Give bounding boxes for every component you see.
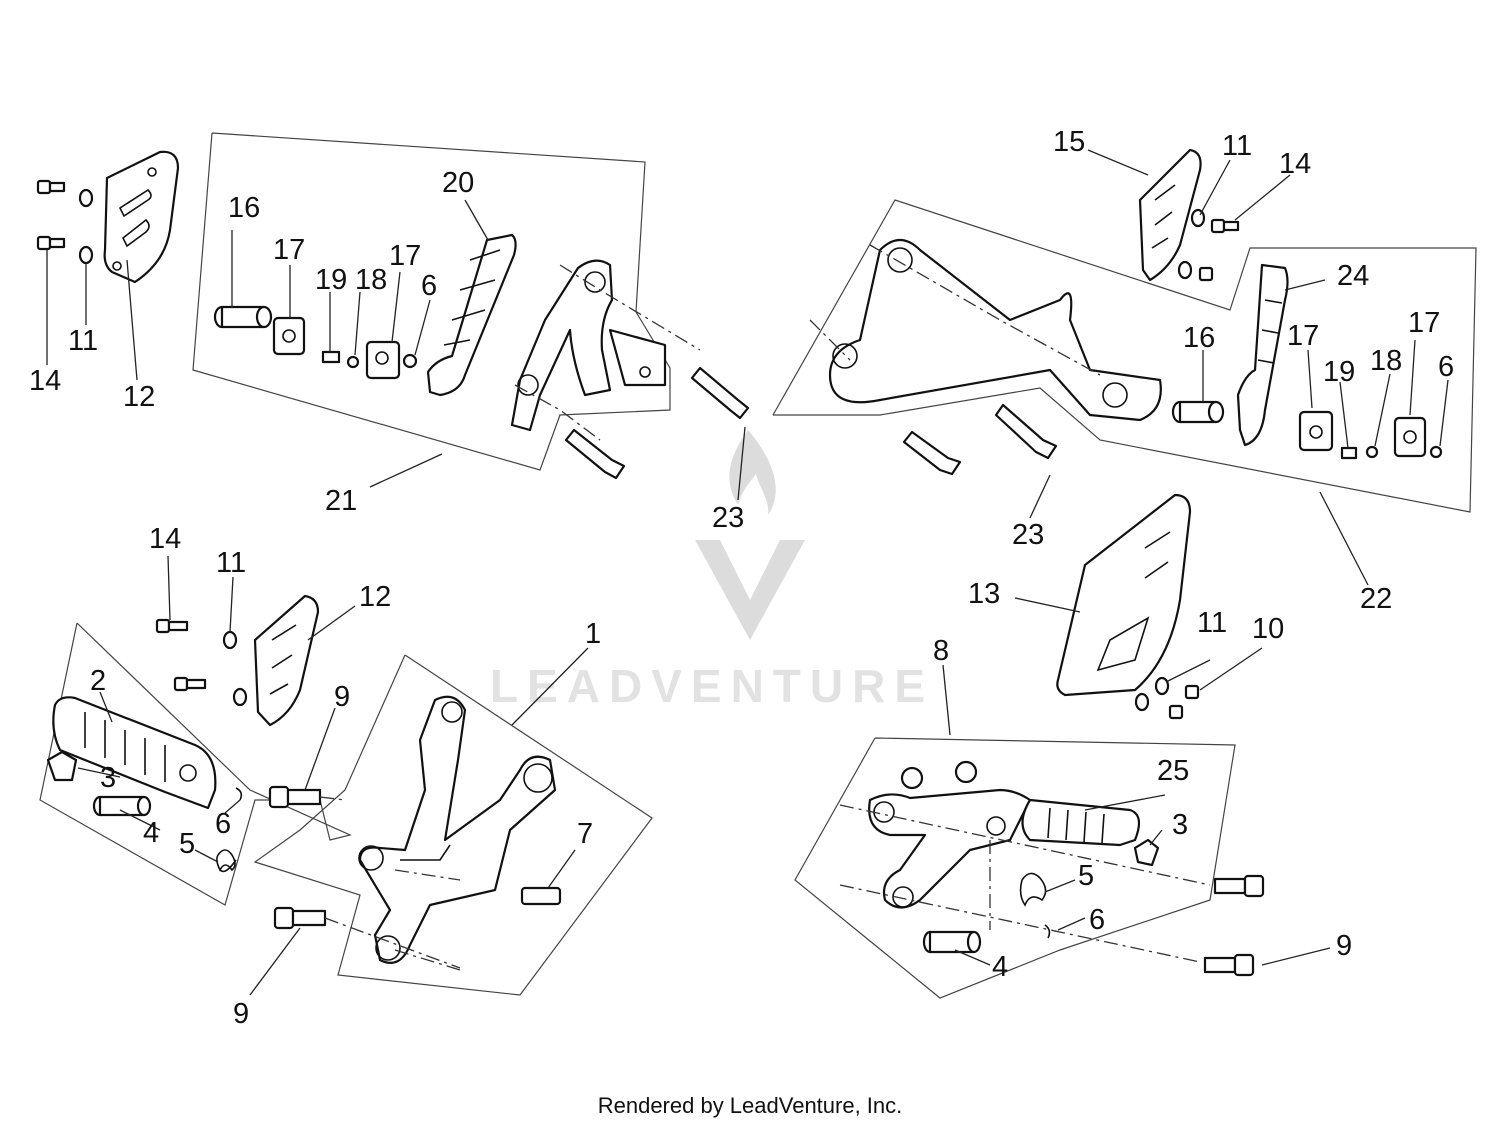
callout-tl-23: 23: [712, 502, 744, 534]
heel-guard-13-right: [1056, 493, 1192, 697]
pin-16-top-right: [1171, 400, 1225, 424]
bottom-right-group-outline: [794, 737, 1236, 999]
callout-tr-24: 24: [1337, 260, 1369, 292]
callout-bl-3: 3: [100, 762, 116, 794]
plates-17-right: [1298, 410, 1443, 460]
callout-br-4: 4: [992, 951, 1008, 983]
callout-tl-6: 6: [421, 270, 437, 302]
callout-br-11: 11: [1197, 607, 1227, 639]
callout-tr-19: 19: [1323, 356, 1355, 388]
stop-3-pin-4-spring-5-left: [46, 750, 243, 873]
screws-11-14-top-right: [1177, 208, 1240, 282]
dash-lines-bottom-right: [839, 804, 1211, 963]
callout-tr-14: 14: [1279, 148, 1311, 180]
callout-bl-4: 4: [143, 817, 159, 849]
callout-tr-23: 23: [1012, 519, 1044, 551]
bracket-1-left: [358, 695, 557, 964]
callout-tr-11: 11: [1222, 130, 1252, 162]
callout-bl-6: 6: [215, 808, 231, 840]
footpeg-25-right: [1021, 798, 1141, 847]
callout-bl-14: 14: [149, 523, 181, 555]
leader-lines: [46, 149, 1449, 996]
callout-bl-7: 7: [577, 818, 593, 850]
callout-tl-14: 14: [29, 365, 61, 397]
bracket-8-right: [868, 760, 1032, 909]
callout-bl-12: 12: [359, 581, 391, 613]
footpeg-20-left: [426, 233, 517, 397]
bolts-23-top-right: [902, 403, 1058, 476]
callout-br-3: 3: [1172, 809, 1188, 841]
stop-3-spring-5-pin-4-right: [922, 838, 1160, 954]
callout-tl-21: 21: [325, 485, 357, 517]
heel-guard-12-left: [103, 150, 180, 284]
callout-tl-17b: 17: [389, 240, 421, 272]
callout-tl-19: 19: [315, 264, 347, 296]
callout-br-25: 25: [1157, 755, 1189, 787]
callout-br-6: 6: [1089, 904, 1105, 936]
callout-bl-2: 2: [90, 665, 106, 697]
footer-credit: Rendered by LeadVenture, Inc.: [597, 1093, 903, 1118]
callout-tr-18: 18: [1370, 345, 1402, 377]
callout-tl-12: 12: [123, 381, 155, 413]
callout-bl-9a: 9: [334, 681, 350, 713]
callout-br-5: 5: [1078, 860, 1094, 892]
callout-tr-6: 6: [1438, 351, 1454, 383]
dash-lines-bottom-left: [319, 796, 461, 971]
callout-tl-11: 11: [68, 325, 98, 357]
heel-guard-15-right: [1138, 148, 1202, 282]
callout-tr-17b: 17: [1408, 307, 1440, 339]
callout-br-8: 8: [933, 635, 949, 667]
dash-lines-top-left: [514, 264, 701, 441]
bracket-21-left: [510, 259, 667, 432]
footpeg-2-left: [52, 696, 217, 810]
screws-11-10-right: [1134, 676, 1200, 720]
plate-17a-top-left: [272, 316, 306, 356]
callout-br-10: 10: [1252, 613, 1284, 645]
callout-tr-17a: 17: [1287, 320, 1319, 352]
callout-tl-16: 16: [228, 192, 260, 224]
callout-tr-22: 22: [1360, 583, 1392, 615]
callout-bl-5: 5: [179, 828, 195, 860]
callout-br-13: 13: [968, 578, 1000, 610]
callout-br-9: 9: [1336, 930, 1352, 962]
screws-14-11-bottom-left: [155, 618, 248, 707]
heel-guard-12-bottom-left: [253, 594, 320, 727]
callout-labels: 14 11 12 16 17 19 18 17 6 20 21 23 15 11…: [29, 126, 1454, 1030]
watermark-logo: LEADVENTURE: [490, 430, 934, 712]
top-right-group-outline: [772, 199, 1477, 513]
screws-14-11-top-left: [36, 179, 94, 265]
spring-19-ball-18-top-left: [321, 350, 360, 369]
callout-tl-17a: 17: [273, 234, 305, 266]
bolts-9-and-stud-7-left: [268, 785, 562, 930]
dash-lines-top-right: [809, 244, 1101, 376]
callout-tr-16: 16: [1183, 322, 1215, 354]
plate-17b-top-left: [365, 340, 418, 380]
callout-tr-15: 15: [1053, 126, 1085, 158]
callout-bl-1: 1: [585, 618, 601, 650]
pin-16-top-left: [213, 305, 273, 329]
top-left-group-outline: [192, 132, 671, 471]
callout-tl-20: 20: [442, 167, 474, 199]
bolts-9-right: [1203, 874, 1265, 977]
callout-tl-18: 18: [355, 264, 387, 296]
footpeg-24-right: [1236, 263, 1289, 447]
callout-bl-9b: 9: [233, 998, 249, 1030]
bolts-23-top-left: [564, 366, 750, 480]
callout-bl-11: 11: [216, 547, 246, 579]
watermark-text: LEADVENTURE: [490, 660, 934, 712]
bracket-22-right: [828, 238, 1162, 422]
